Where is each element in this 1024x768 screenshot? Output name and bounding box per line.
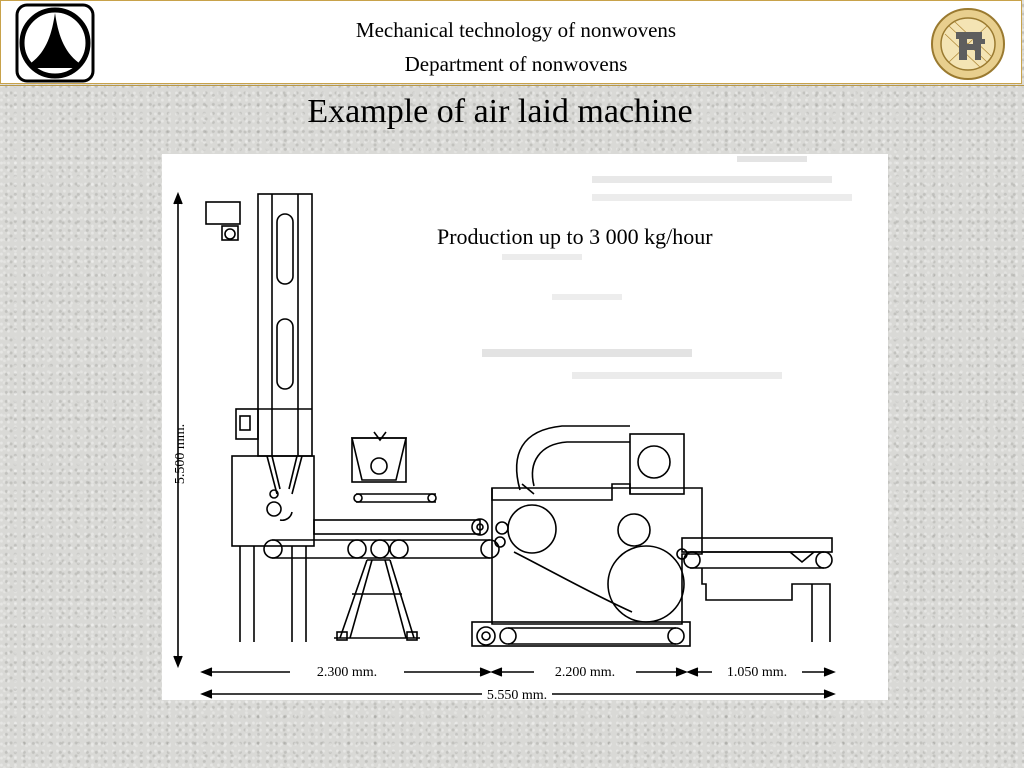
header-divider [0, 85, 1024, 86]
university-seal-icon [931, 8, 1005, 80]
scan-ghost-text [482, 156, 852, 379]
machine-drawing: 5.500 mm. 2.300 mm. 2.200 mm. 1.050 mm. … [162, 154, 888, 700]
header-line-course: Mechanical technology of nonwovens [355, 18, 677, 42]
dim-section1-label: 2.300 mm. [317, 665, 377, 680]
dim-section2-label: 2.200 mm. [555, 665, 615, 680]
department-logo-icon [15, 3, 95, 83]
production-note: Production up to 3 000 kg/hour [437, 224, 713, 249]
slide-title: Example of air laid machine [307, 93, 693, 130]
slide-header: Mechanical technology of nonwovens Depar… [0, 0, 1022, 84]
dimension-lines [200, 667, 836, 699]
dim-height-label: 5.500 mm. [173, 424, 188, 484]
header-line-department: Department of nonwovens [404, 52, 628, 76]
air-laid-machine-diagram: 5.500 mm. 2.300 mm. 2.200 mm. 1.050 mm. … [173, 156, 852, 700]
dim-section3-label: 1.050 mm. [727, 665, 787, 680]
dim-total-label: 5.550 mm. [487, 688, 547, 700]
